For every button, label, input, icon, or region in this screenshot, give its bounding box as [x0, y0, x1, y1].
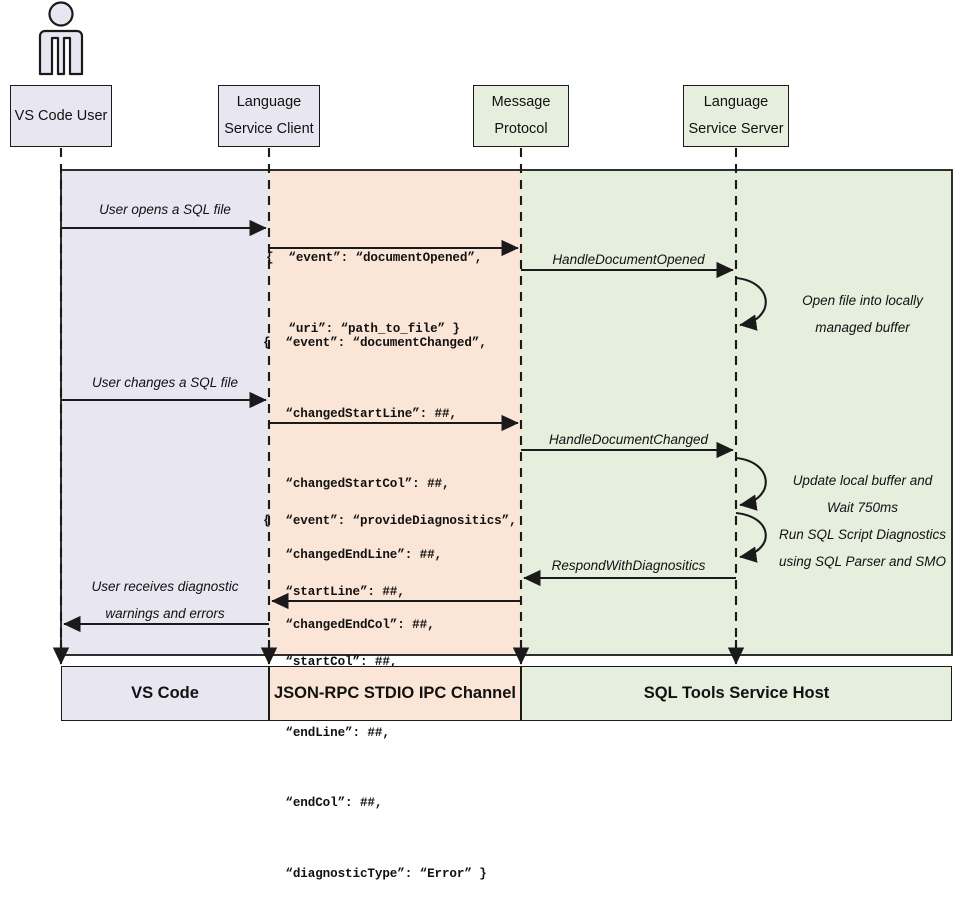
self-loop-open-file [735, 276, 767, 331]
payload-line: “startCol”: ##, [263, 655, 398, 669]
participant-label-line1: VS Code User [14, 107, 108, 124]
participant-label-line2: Service Client [224, 121, 314, 137]
lifeline-terminators [52, 640, 745, 665]
lifelines [59, 148, 738, 648]
lane-footer-ipc[interactable]: JSON-RPC STDIO IPC Channel [269, 666, 521, 721]
note-update-buffer: Update local buffer and Wait 750ms [770, 467, 955, 521]
participant-box-message-protocol[interactable]: Message Protocol [473, 85, 569, 147]
lane-background-ipc [269, 170, 521, 655]
payload-line: “changedEndCol”: ##, [263, 618, 435, 632]
participant-box-vs-code-user[interactable]: VS Code User [10, 85, 112, 147]
lane-footer-label: JSON-RPC STDIO IPC Channel [273, 684, 517, 702]
note-line2: using SQL Parser and SMO [778, 554, 947, 569]
lane-footer-vs-code[interactable]: VS Code [61, 666, 269, 721]
participant-box-language-service-client[interactable]: Language Service Client [218, 85, 320, 147]
message-label-line1: User receives diagnostic [91, 579, 239, 594]
lane-backgrounds [60, 169, 953, 656]
payload-line: “endLine”: ##, [263, 725, 390, 740]
participant-box-language-service-server[interactable]: Language Service Server [683, 85, 789, 147]
participant-label-line2: Service Server [688, 121, 784, 137]
payload-line: { “event”: “provideDiagnositics”, [263, 514, 517, 528]
note-line1: Update local buffer and [792, 473, 933, 488]
lane-footer-host[interactable]: SQL Tools Service Host [521, 666, 952, 721]
participant-label-line1: Language [703, 94, 769, 111]
payload-line: “endCol”: ##, [263, 796, 383, 810]
payload-line: “uri”: “path_to_file” } [266, 321, 460, 336]
payload-line: “changedStartLine”: ##, [263, 406, 457, 421]
payload-line: “changedStartCol”: ##, [263, 477, 450, 491]
lane-footer-label: VS Code [131, 684, 199, 702]
participant-label-line2: Protocol [494, 121, 548, 137]
payload-dispatch-arrows [269, 239, 521, 610]
payload-line: “changedEndLine”: ##, [263, 547, 442, 562]
participant-label-line1: Language [236, 94, 302, 111]
payload-line: { “event”: “documentOpened”, [266, 251, 483, 265]
note-line1: Run SQL Script Diagnostics [778, 527, 947, 542]
note-line2: Wait 750ms [826, 500, 899, 515]
note-line2: managed buffer [815, 320, 910, 335]
payload-line: “startLine”: ##, [263, 584, 405, 599]
message-label-handle-document-changed: HandleDocumentChanged [548, 432, 709, 447]
self-loop-arcs [735, 276, 767, 563]
self-loop-run-diagnostics [735, 511, 767, 563]
message-label-user-changes-file: User changes a SQL file [91, 375, 239, 390]
message-label-user-receives-diagnostics: User receives diagnostic warnings and er… [61, 573, 269, 627]
message-arrows [61, 219, 736, 633]
participant-label-line1: Message [491, 94, 551, 111]
lane-background-vs-code [61, 170, 269, 655]
message-label-user-opens-file: User opens a SQL file [99, 202, 231, 217]
note-line1: Open file into locally [802, 293, 923, 308]
message-label-respond-with-diagnositics: RespondWithDiagnositics [551, 558, 706, 573]
payload-line: { “event”: “documentChanged”, [263, 336, 487, 350]
lane-footer-label: SQL Tools Service Host [643, 684, 830, 702]
payload-document-opened: { “event”: “documentOpened”, “uri”: “pat… [266, 200, 482, 365]
stick-figure-actor [38, 1, 84, 76]
note-run-diagnostics: Run SQL Script Diagnostics using SQL Par… [763, 521, 962, 575]
sequence-diagram-canvas [38, 1, 953, 665]
message-label-handle-document-opened: HandleDocumentOpened [552, 252, 705, 267]
payload-line: “diagnosticType”: “Error” } [263, 866, 487, 881]
self-loop-update-buffer [735, 456, 767, 511]
note-open-file: Open file into locally managed buffer [770, 287, 955, 341]
message-label-line2: warnings and errors [105, 606, 225, 621]
